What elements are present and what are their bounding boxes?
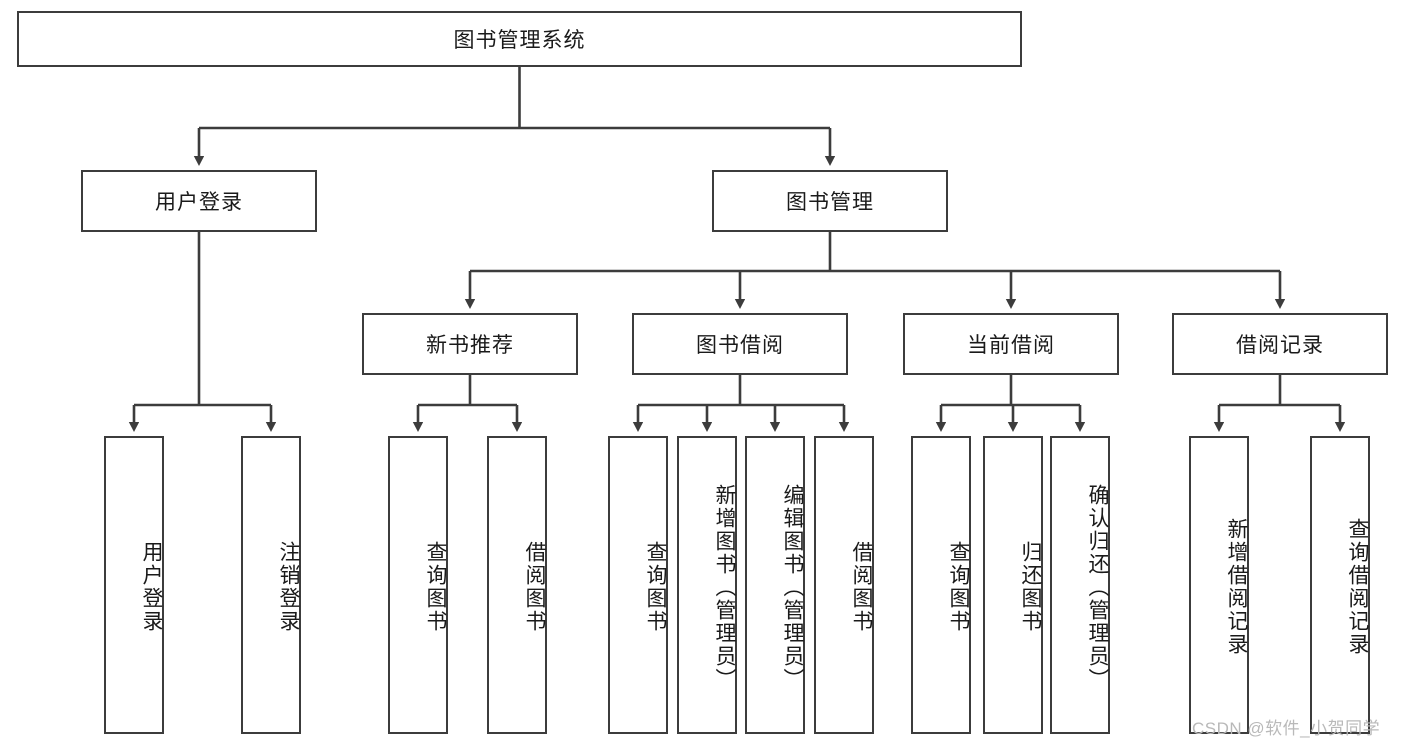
node-leaf-10[interactable]: 确认归还（管理员） xyxy=(1050,436,1110,734)
node-leaf-0[interactable]: 用户登录 xyxy=(104,436,164,734)
node-label: 确认归还（管理员） xyxy=(1086,483,1109,691)
node-label: 用户登录 xyxy=(140,541,163,633)
node-label: 借阅记录 xyxy=(1236,334,1324,357)
node-leaf-3[interactable]: 借阅图书 xyxy=(487,436,547,734)
node-label: 查询图书 xyxy=(424,541,447,633)
node-leaf-9[interactable]: 归还图书 xyxy=(983,436,1043,734)
node-label: 图书借阅 xyxy=(696,334,784,357)
node-leaf-8[interactable]: 查询图书 xyxy=(911,436,971,734)
node-label: 查询图书 xyxy=(644,541,667,633)
node-label: 图书管理系统 xyxy=(453,29,586,52)
node-root[interactable]: 图书管理系统 xyxy=(17,11,1022,67)
node-leaf-7[interactable]: 借阅图书 xyxy=(814,436,874,734)
node-label: 归还图书 xyxy=(1019,541,1042,633)
node-label: 借阅图书 xyxy=(523,541,546,633)
node-leaf-6[interactable]: 编辑图书（管理员） xyxy=(745,436,805,734)
node-label: 用户登录 xyxy=(155,191,243,214)
node-label: 借阅图书 xyxy=(850,541,873,633)
node-level3-3[interactable]: 借阅记录 xyxy=(1172,313,1388,375)
node-label: 新增借阅记录 xyxy=(1225,518,1248,656)
node-leaf-4[interactable]: 查询图书 xyxy=(608,436,668,734)
node-label: 新增图书（管理员） xyxy=(713,483,736,691)
node-level3-0[interactable]: 新书推荐 xyxy=(362,313,578,375)
node-label: 编辑图书（管理员） xyxy=(781,483,804,691)
node-label: 查询借阅记录 xyxy=(1346,518,1369,656)
node-leaf-5[interactable]: 新增图书（管理员） xyxy=(677,436,737,734)
node-label: 查询图书 xyxy=(947,541,970,633)
node-leaf-11[interactable]: 新增借阅记录 xyxy=(1189,436,1249,734)
node-level3-2[interactable]: 当前借阅 xyxy=(903,313,1119,375)
node-level3-1[interactable]: 图书借阅 xyxy=(632,313,848,375)
node-level2-1[interactable]: 图书管理 xyxy=(712,170,948,232)
node-label: 注销登录 xyxy=(277,541,300,633)
node-leaf-1[interactable]: 注销登录 xyxy=(241,436,301,734)
csdn-watermark: CSDN @软件_小贺同学 xyxy=(1192,719,1381,738)
node-label: 当前借阅 xyxy=(967,334,1055,357)
node-level2-0[interactable]: 用户登录 xyxy=(81,170,317,232)
node-leaf-12[interactable]: 查询借阅记录 xyxy=(1310,436,1370,734)
node-label: 图书管理 xyxy=(786,191,874,214)
node-leaf-2[interactable]: 查询图书 xyxy=(388,436,448,734)
node-label: 新书推荐 xyxy=(426,334,514,357)
